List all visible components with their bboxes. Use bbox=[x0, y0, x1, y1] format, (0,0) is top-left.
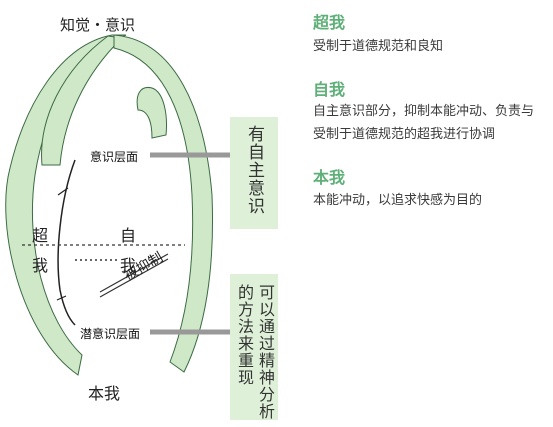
psychoanalysis-box: 可以通过精神分析 的方法来重现 bbox=[230, 274, 278, 420]
bottom-label: 本我 bbox=[88, 384, 121, 403]
superego-char-2: 我 bbox=[32, 256, 49, 275]
outer-right-band bbox=[113, 34, 213, 373]
inner-right-band bbox=[136, 86, 167, 139]
conscious-level-label: 意识层面 bbox=[90, 150, 139, 164]
legend-ego-title: 自我 bbox=[313, 80, 346, 99]
voluntary-box: 有自主意识 bbox=[230, 117, 278, 229]
region-boundary-curve bbox=[57, 159, 76, 326]
repression-line-2 bbox=[99, 258, 169, 298]
voluntary-box-text: 有自主意识 bbox=[244, 125, 264, 215]
psychoanalysis-col2: 的方法来重现 bbox=[235, 284, 254, 386]
legend-superego-title: 超我 bbox=[313, 13, 346, 32]
legend-id-text: 本能冲动，以追求快感为目的 bbox=[313, 193, 483, 208]
ego-char-2: 我 bbox=[120, 256, 137, 275]
outer-left-band bbox=[5, 34, 127, 376]
superego-char-1: 超 bbox=[32, 226, 49, 245]
top-label: 知觉・意识 bbox=[60, 16, 136, 34]
legend-ego-text: 自主意识部分，抑制本能冲动、负责与受制于道德规范的超我进行协调 bbox=[313, 104, 535, 142]
subconscious-level-label: 潜意识层面 bbox=[80, 327, 141, 341]
legend-id-title: 本我 bbox=[313, 168, 346, 187]
tick-2 bbox=[56, 295, 67, 301]
psychoanalysis-col1: 可以通过精神分析 bbox=[256, 284, 275, 420]
repression-line-1 bbox=[99, 253, 169, 293]
ego-char-1: 自 bbox=[120, 226, 137, 245]
tick-1 bbox=[57, 187, 69, 196]
legend-superego-text: 受制于道德规范和良知 bbox=[313, 39, 444, 54]
